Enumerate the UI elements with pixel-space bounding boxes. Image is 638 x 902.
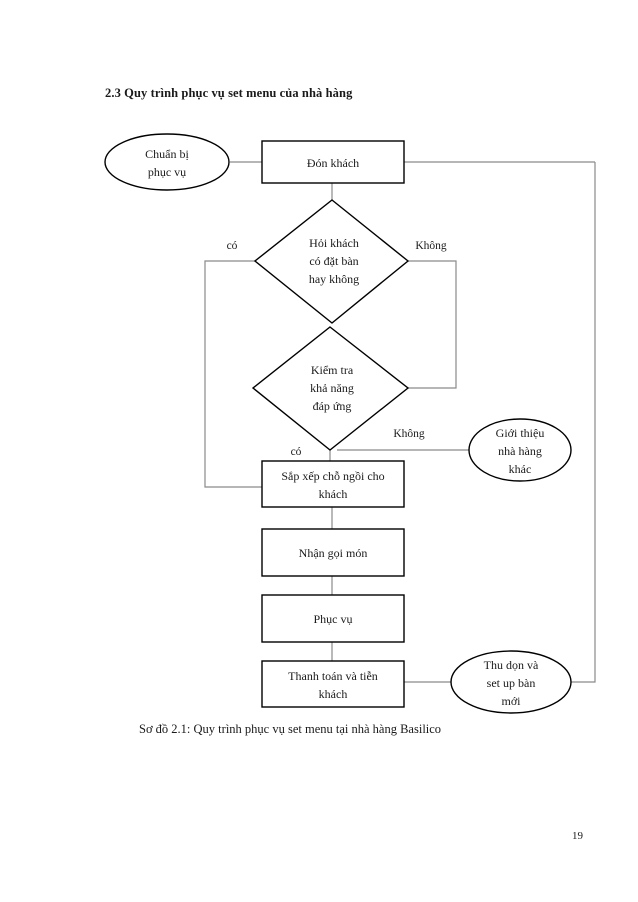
node-start-line-1: phục vụ [148, 165, 186, 179]
edge-label-check-no: Không [393, 428, 425, 440]
node-cleanup[interactable]: Thu dọn và set up bàn mới [450, 650, 572, 714]
node-pay-line-1: khách [319, 687, 348, 701]
edge-cleanup-to-welcome [571, 162, 596, 683]
node-seat-guest[interactable]: Sắp xếp chỗ ngồi cho khách [261, 460, 405, 508]
node-check-line-2: đáp ứng [313, 399, 352, 413]
node-other-line-2: khác [509, 462, 532, 476]
node-serve-label: Phục vụ [314, 612, 353, 626]
edge-label-check-yes: có [291, 446, 302, 458]
node-ask-line-1: có đặt bàn [309, 254, 358, 268]
node-cleanup-line-2: mới [501, 694, 521, 708]
edge-label-ask-no: Không [415, 240, 447, 252]
node-seat-line-0: Sắp xếp chỗ ngồi cho [281, 469, 384, 483]
node-payment[interactable]: Thanh toán và tiễn khách [261, 660, 405, 708]
node-cleanup-line-1: set up bàn [487, 676, 536, 690]
edge-ask-yes-to-seat [204, 260, 262, 488]
section-heading: 2.3 Quy trình phục vụ set menu của nhà h… [105, 86, 353, 100]
node-ask-reservation[interactable]: Hỏi khách có đặt bàn hay không [253, 199, 410, 324]
node-welcome-label: Đón khách [307, 156, 359, 170]
page-number: 19 [572, 830, 583, 842]
node-check-line-0: Kiểm tra [311, 363, 354, 377]
node-check-line-1: khả năng [310, 381, 354, 395]
node-serve[interactable]: Phục vụ [261, 594, 405, 643]
node-seat-line-1: khách [319, 487, 348, 501]
node-ask-line-2: hay không [309, 272, 359, 286]
node-other-restaurant[interactable]: Giới thiệu nhà hàng khác [468, 418, 572, 482]
node-cleanup-line-0: Thu dọn và [484, 658, 539, 672]
node-take-order[interactable]: Nhận gọi món [261, 528, 405, 577]
edge-label-ask-yes: có [227, 240, 238, 252]
node-ask-line-0: Hỏi khách [309, 236, 359, 250]
node-welcome[interactable]: Đón khách [261, 140, 405, 184]
node-order-label: Nhận gọi món [299, 546, 368, 560]
node-start[interactable]: Chuẩn bị phục vụ [104, 133, 230, 191]
node-other-line-1: nhà hàng [498, 444, 542, 458]
node-check-capacity[interactable]: Kiểm tra khả năng đáp ứng [251, 326, 410, 451]
figure-caption: Sơ đồ 2.1: Quy trình phục vụ set menu tạ… [139, 722, 442, 736]
node-other-line-0: Giới thiệu [496, 426, 545, 440]
node-start-line-0: Chuẩn bị [145, 147, 189, 161]
edge-ask-no-to-check [408, 260, 457, 389]
flowchart-diagram: Chuẩn bị phục vụ Đón khách Hỏi khách có … [0, 120, 638, 720]
node-pay-line-0: Thanh toán và tiễn [288, 669, 378, 683]
